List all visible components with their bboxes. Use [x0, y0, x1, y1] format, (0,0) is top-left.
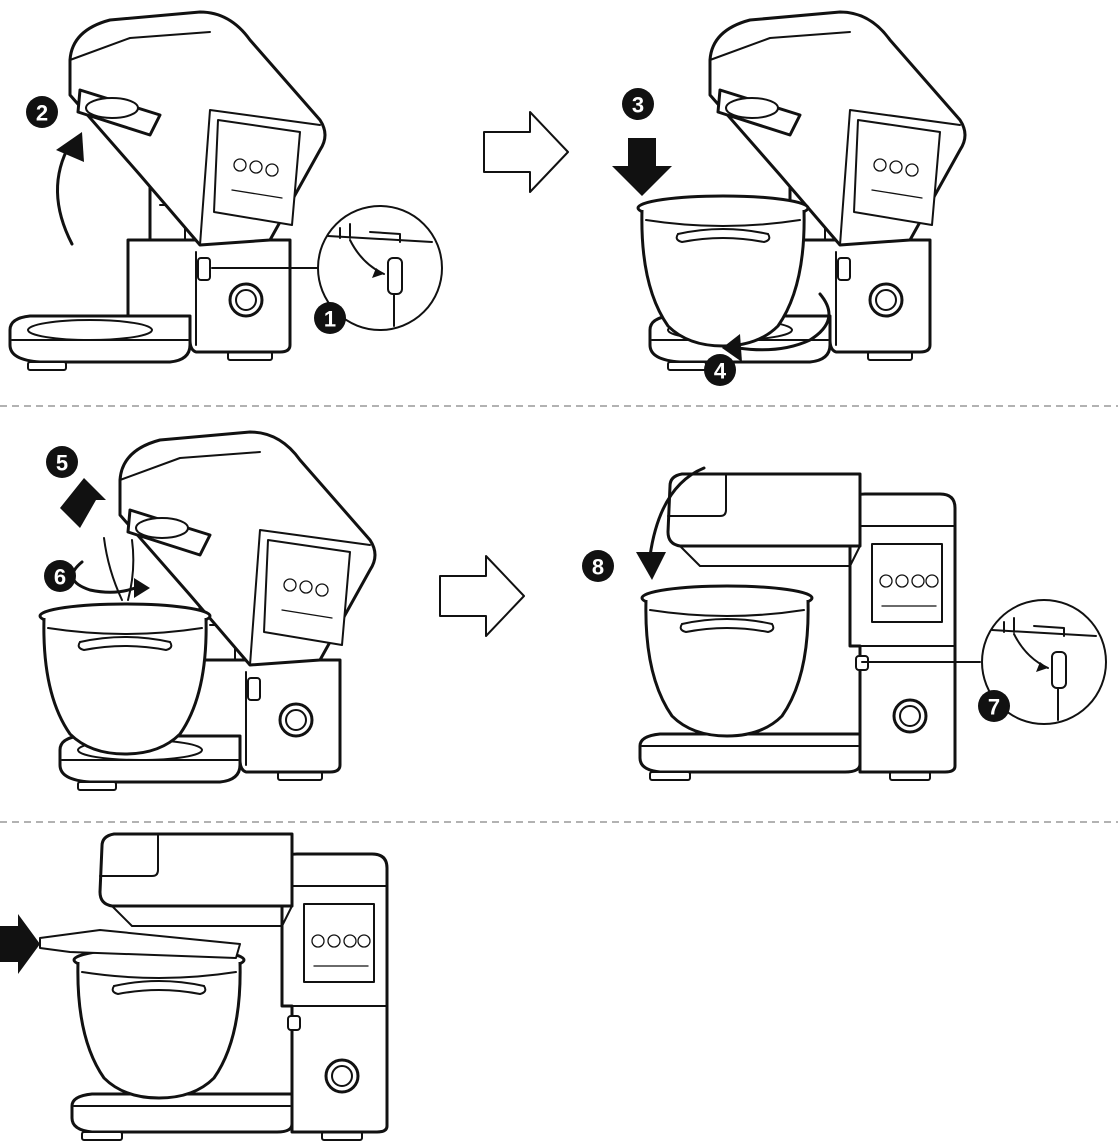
step-badge-5: 5: [46, 446, 78, 478]
step-badge-7: 7: [978, 690, 1010, 722]
lower-head-arrow: [648, 466, 706, 558]
insert-tool-arrow: [60, 478, 106, 528]
step-number-6: 6: [54, 565, 66, 590]
step-badge-4: 4: [704, 354, 736, 386]
step-number-5: 5: [56, 451, 68, 476]
step-badge-3: 3: [622, 88, 654, 120]
step-number-2: 2: [36, 101, 48, 126]
step-number-8: 8: [592, 555, 604, 580]
panel-step-1-2: [8, 10, 443, 372]
insert-bowl-arrow: [612, 138, 672, 196]
step-number-7: 7: [988, 695, 1000, 720]
splash-guard: [39, 929, 241, 959]
next-arrow-row1: [483, 111, 569, 193]
step-number-4: 4: [714, 359, 727, 384]
next-arrow-row2: [439, 555, 525, 637]
step-badge-6: 6: [44, 560, 76, 592]
bowl-figure-3: [640, 584, 814, 738]
step-badge-8: 8: [582, 550, 614, 582]
step-badge-1: 1: [314, 302, 346, 334]
step-number-1: 1: [324, 307, 336, 332]
step-number-3: 3: [632, 93, 644, 118]
beater-tool: [103, 537, 135, 601]
panel-step-3-4: [612, 10, 967, 372]
panel-splash-guard: [0, 832, 389, 1142]
insert-guard-arrow: [0, 914, 40, 974]
panel-step-5-6: [38, 430, 377, 792]
panel-step-7-8: [636, 466, 1107, 782]
step-badge-2: 2: [26, 96, 58, 128]
rotate-bowl-arrow: [736, 292, 831, 352]
tilt-up-arrow: [56, 142, 74, 246]
bowl-figure-4: [72, 946, 246, 1100]
